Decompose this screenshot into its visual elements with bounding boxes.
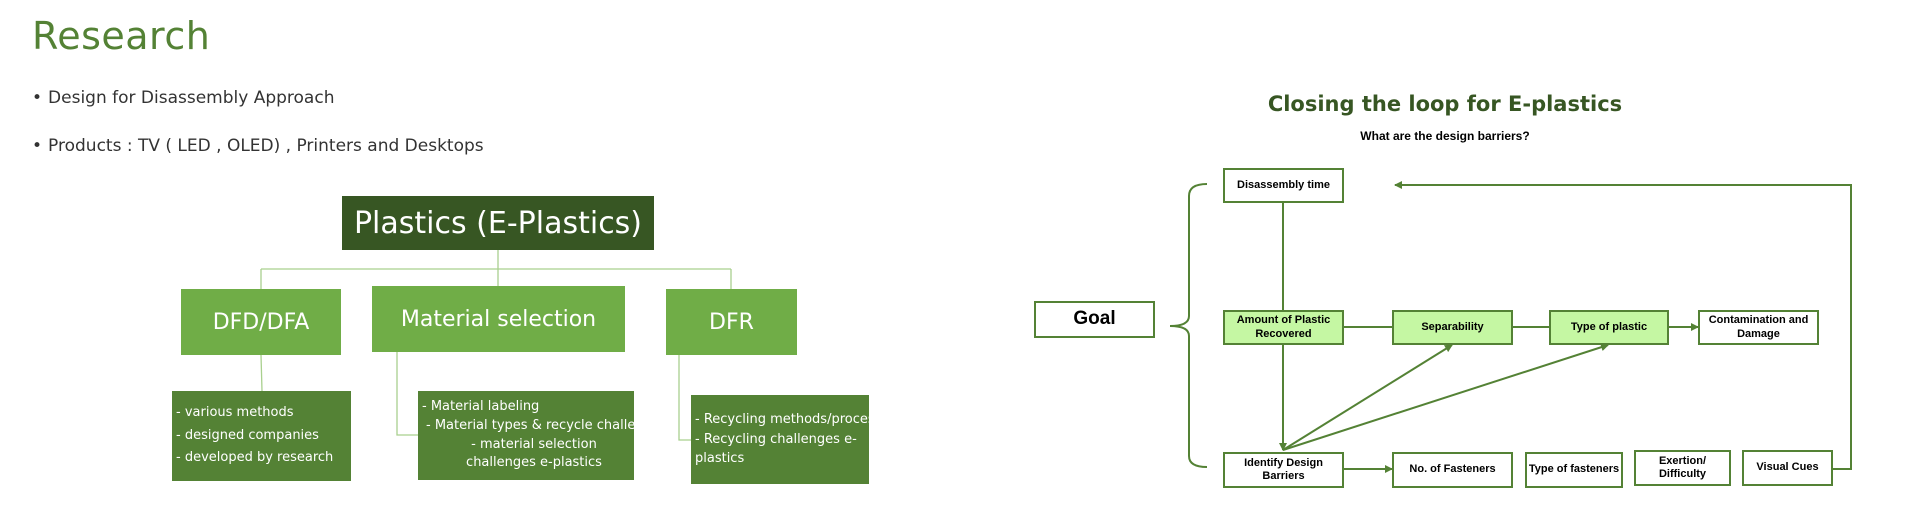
org-leaf-material-selection: - Material labeling - Material types & r… [418, 391, 660, 480]
flow-title: Closing the loop for E-plastics [1267, 92, 1623, 116]
node-type-fasteners: Type of fasteners [1525, 452, 1623, 488]
node-contamination: Contamination and Damage [1698, 310, 1819, 345]
node-type-of-plastic: Type of plastic [1549, 310, 1669, 345]
org-connector [260, 354, 263, 392]
feedback-loop [1394, 181, 1852, 470]
org-connector [678, 355, 691, 441]
node-no-fasteners: No. of Fasteners [1392, 452, 1513, 488]
org-connector [396, 352, 418, 436]
goal-box: Goal [1034, 301, 1155, 338]
org-root-box: Plastics (E-Plastics) [342, 196, 654, 250]
org-branch-dfd-dfa: DFD/DFA [181, 289, 341, 355]
list-item: - material selection challenges e-plasti… [466, 436, 602, 471]
flow-connector [1282, 344, 1453, 451]
bullet-item: •Products : TV ( LED , OLED) , Printers … [32, 136, 484, 156]
list-item: - Recycling challenges e-plastics [695, 431, 857, 467]
bullet-dot: • [32, 88, 43, 108]
node-identify-barriers: Identify Design Barriers [1223, 452, 1344, 488]
list-item: - Material labeling [422, 398, 540, 414]
bullet-item: •Design for Disassembly Approach [32, 88, 334, 108]
org-leaf-dfd-dfa: - various methods - designed companies -… [172, 391, 351, 481]
list-item: - various methods [176, 404, 294, 420]
org-branch-dfr: DFR [666, 289, 797, 355]
list-item: - Recycling methods/processes [695, 412, 897, 428]
node-exertion: Exertion/ Difficulty [1634, 450, 1731, 486]
bullet-text: Design for Disassembly Approach [48, 88, 335, 108]
node-separability: Separability [1392, 310, 1513, 345]
node-visual-cues: Visual Cues [1742, 450, 1833, 486]
org-leaf-dfr: - Recycling methods/processes - Recyclin… [691, 395, 897, 484]
org-branch-material-selection: Material selection [372, 286, 625, 352]
bullet-dot: • [32, 136, 43, 156]
list-item: - Material types & recycle challenge [426, 417, 660, 433]
goal-brace [1169, 183, 1208, 468]
flow-subtitle: What are the design barriers? [1360, 129, 1530, 143]
node-amount-recovered: Amount of Plastic Recovered [1223, 310, 1344, 345]
slide-title: Research [32, 14, 211, 58]
flow-connector [1282, 343, 1609, 451]
bullet-text: Products : TV ( LED , OLED) , Printers a… [48, 136, 484, 156]
list-item: - developed by research [176, 450, 334, 466]
node-disassembly-time: Disassembly time [1223, 168, 1344, 203]
list-item: - designed companies [176, 427, 319, 443]
